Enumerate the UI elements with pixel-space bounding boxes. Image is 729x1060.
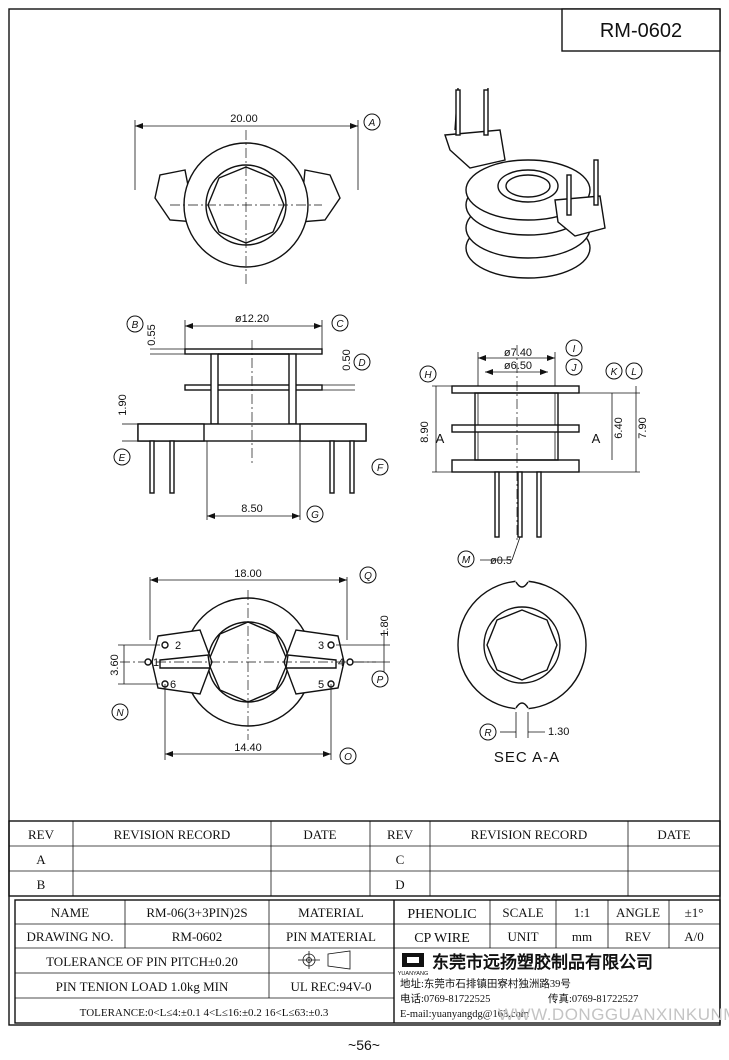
rev-value: A/0 — [684, 929, 704, 944]
callout-j: J — [571, 363, 578, 374]
dim-790: 7.90 — [637, 417, 649, 438]
unit-value: mm — [572, 929, 592, 944]
rev-header-left: REV — [28, 827, 55, 842]
callout-i: I — [573, 344, 576, 355]
title-block: NAME RM-06(3+3PIN)2S MATERIAL PHENOLIC S… — [14, 899, 729, 1024]
rev-b: B — [37, 877, 46, 892]
callout-r: R — [484, 728, 491, 739]
name-value: RM-06(3+3PIN)2S — [146, 905, 247, 920]
drawing-title: RM-0602 — [600, 20, 682, 42]
side-view: ø7.40 ø6.50 I J H K L A A 8.90 6.40 7.90 — [419, 339, 649, 568]
rev-header-right: REV — [387, 827, 414, 842]
drawing-no-label: DRAWING NO. — [26, 929, 113, 944]
unit-label: UNIT — [507, 929, 538, 944]
date-header-left: DATE — [303, 827, 336, 842]
callout-k: K — [611, 367, 619, 378]
callout-h: H — [424, 370, 432, 381]
dim-130: 1.30 — [548, 726, 569, 738]
dim-180: 1.80 — [379, 615, 391, 636]
name-label: NAME — [51, 905, 89, 920]
dim-1800: 18.00 — [234, 568, 262, 580]
callout-g: G — [311, 510, 319, 521]
dim-640: 6.40 — [613, 417, 625, 438]
pin-material-value: CP WIRE — [414, 931, 470, 946]
scale-label: SCALE — [502, 905, 543, 920]
callout-p: P — [377, 675, 384, 686]
dim-740: ø7.40 — [504, 347, 532, 359]
rev-c: C — [396, 852, 405, 867]
date-header-right: DATE — [657, 827, 690, 842]
callout-a — [363, 113, 381, 131]
dim-055: 0.55 — [146, 324, 158, 345]
callout-e: E — [119, 453, 126, 464]
section-mark-left: A — [436, 431, 445, 446]
isometric-view — [444, 87, 606, 279]
dim-20: 20.00 — [230, 113, 258, 125]
callout-l: L — [631, 367, 637, 378]
angle-value: ±1° — [685, 905, 704, 920]
revision-table: REV REVISION RECORD DATE REV REVISION RE… — [8, 820, 721, 897]
callout-m: M — [462, 555, 471, 566]
dim-050: 0.50 — [341, 349, 353, 370]
rev-label: REV — [625, 929, 652, 944]
dim-650: ø6.50 — [504, 360, 532, 372]
drawing-no-value: RM-0602 — [172, 929, 223, 944]
company-email: E-mail:yuanyangdg@163.com — [400, 1009, 529, 1020]
material-value: PHENOLIC — [407, 907, 476, 922]
tolerance-general: TOLERANCE:0<L≤4:±0.1 4<L≤16:±0.2 16<L≤63… — [80, 1007, 329, 1019]
callout-a-label: A — [368, 118, 376, 129]
dim-890: 8.90 — [419, 421, 431, 442]
company-address: 地址:东莞市石排镇田寮村独洲路39号 — [400, 977, 571, 990]
section-mark-right: A — [592, 431, 601, 446]
angle-label: ANGLE — [616, 905, 660, 920]
rev-a: A — [36, 852, 46, 867]
pin-2-label: 2 — [175, 640, 181, 652]
callout-b: B — [132, 320, 139, 331]
callout-o: O — [344, 752, 352, 763]
callout-c: C — [336, 319, 344, 330]
logo-text: YUANYANG — [398, 971, 428, 977]
title-box — [561, 8, 721, 52]
dim-flange: ø12.20 — [235, 313, 269, 325]
revision-record-header-left: REVISION RECORD — [114, 827, 231, 842]
callout-q: Q — [364, 571, 372, 582]
top-view: 20.00 A — [134, 113, 381, 285]
company-phone: 电话:0769-81722525 — [400, 992, 490, 1005]
material-label: MATERIAL — [298, 905, 364, 920]
callout-f: F — [377, 463, 384, 474]
watermark: WWW.DONGGUANXINKUNMEDIA.COM — [498, 1005, 729, 1024]
section-label: SEC A-A — [494, 749, 560, 766]
section-view: 1.30 R SEC A-A — [457, 579, 587, 766]
company-name: 东莞市远扬塑胶制品有限公司 — [432, 952, 653, 972]
rev-d: D — [395, 877, 404, 892]
revision-record-header-right: REVISION RECORD — [471, 827, 588, 842]
dim-pin: ø0.5 — [490, 555, 512, 567]
scale-value: 1:1 — [574, 905, 591, 920]
front-view: ø12.20 C B 0.55 0.50 D 1.90 E F — [113, 313, 389, 523]
pin-material-label: PIN MATERIAL — [286, 929, 376, 944]
bottom-view: 18.00 Q 2 1 6 3 4 5 3.60 N 1.80 P — [109, 566, 391, 765]
company-logo: YUANYANG — [398, 953, 428, 977]
callout-d: D — [358, 358, 365, 369]
company-fax: 传真:0769-81722527 — [548, 992, 638, 1005]
pin-tension: PIN TENION LOAD 1.0kg MIN — [56, 979, 229, 994]
tolerance-pitch: TOLERANCE OF PIN PITCH±0.20 — [46, 954, 238, 969]
callout-n: N — [116, 708, 124, 719]
dim-1440: 14.40 — [234, 742, 262, 754]
pin-6-label: 6 — [170, 679, 176, 691]
pin-4-label: 4 — [338, 657, 344, 669]
page-number: ~56~ — [348, 1037, 380, 1053]
pin-3-label: 3 — [318, 640, 324, 652]
dim-360: 3.60 — [109, 654, 121, 675]
sheet-border — [8, 8, 721, 1026]
pin-1-label: 1 — [153, 657, 159, 669]
dim-850: 8.50 — [241, 503, 262, 515]
projection-symbol — [298, 950, 351, 970]
pin-5-label: 5 — [318, 679, 324, 691]
ul-rec: UL REC:94V-0 — [290, 979, 371, 994]
dim-190: 1.90 — [117, 394, 129, 415]
